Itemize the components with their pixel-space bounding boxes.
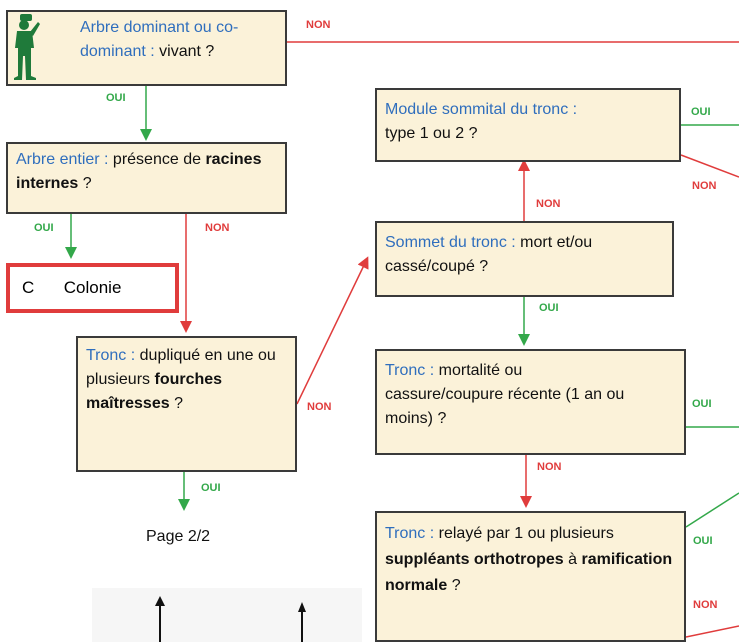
box-sommet-tronc: Sommet du tronc : mort et/ou cassé/coupé… bbox=[375, 221, 674, 297]
box-arbre-entier-text: présence de bbox=[108, 151, 206, 168]
edge-b4-non bbox=[680, 154, 739, 178]
box-tronc-suppleants-bold2: ramification normale bbox=[385, 551, 673, 594]
colonie-code: C bbox=[22, 278, 35, 297]
edge-b3-b5 bbox=[296, 256, 369, 405]
edge-b7-non bbox=[685, 625, 739, 638]
page-number: Page 2/2 bbox=[146, 528, 211, 545]
box-sommet-tronc-text: mort et/ou cassé/coupé ? bbox=[385, 234, 593, 275]
label-oui-b3: OUI bbox=[201, 482, 221, 494]
result-colonie: C Colonie bbox=[6, 263, 179, 313]
box-tronc-suppleants: Tronc : relayé par 1 ou plusieurs supplé… bbox=[375, 511, 686, 642]
box-arbre-dominant-text: vivant ? bbox=[154, 43, 215, 60]
box-arbre-dominant-label: Arbre dominant ou co-dominant : bbox=[80, 19, 239, 60]
box-module-sommital-text: type 1 ou 2 ? bbox=[385, 125, 478, 142]
box-tronc-fourches-bold: fourches maîtresses bbox=[86, 371, 223, 412]
box-tronc-suppleants-bold1: suppléants orthotropes bbox=[385, 551, 564, 568]
box-tronc-fourches: Tronc : dupliqué en une ou plusieurs fou… bbox=[76, 336, 297, 472]
label-non-b3: NON bbox=[307, 401, 332, 413]
box-arbre-entier: Arbre entier : présence de racines inter… bbox=[6, 142, 287, 214]
label-oui-b7: OUI bbox=[693, 535, 713, 547]
label-non-b2: NON bbox=[205, 222, 230, 234]
tree-sketch-image bbox=[92, 588, 362, 642]
box-tronc-suppleants-tail: ? bbox=[447, 577, 461, 594]
box-tronc-fourches-label: Tronc : bbox=[86, 347, 136, 364]
person-with-binoculars-icon bbox=[14, 14, 40, 80]
box-module-sommital: Module sommital du tronc : type 1 ou 2 ? bbox=[375, 88, 681, 162]
label-non-b5: NON bbox=[536, 198, 561, 210]
box-sommet-tronc-label: Sommet du tronc : bbox=[385, 234, 516, 251]
label-non-b7: NON bbox=[693, 599, 718, 611]
box-tronc-suppleants-text: relayé par 1 ou plusieurs bbox=[434, 525, 614, 542]
colonie-name: Colonie bbox=[63, 278, 122, 297]
label-oui-b5: OUI bbox=[539, 302, 559, 314]
box-tronc-fourches-text: dupliqué en une ou plusieurs bbox=[86, 347, 276, 388]
box-tronc-mortalite-text: mortalité ou cassure/coupure récente (1 … bbox=[385, 362, 625, 427]
box-arbre-entier-label: Arbre entier : bbox=[16, 151, 109, 168]
edge-b7-oui bbox=[685, 492, 739, 528]
box-tronc-suppleants-mid: à bbox=[563, 551, 582, 568]
label-non-b6: NON bbox=[537, 461, 562, 473]
label-oui-b1: OUI bbox=[106, 92, 126, 104]
box-tronc-mortalite: Tronc : mortalité ou cassure/coupure réc… bbox=[375, 349, 686, 455]
box-module-sommital-label: Module sommital du tronc : bbox=[385, 101, 578, 118]
label-oui-b6: OUI bbox=[692, 398, 712, 410]
box-tronc-suppleants-label: Tronc : bbox=[385, 525, 435, 542]
label-non-b4: NON bbox=[692, 180, 717, 192]
box-tronc-mortalite-label: Tronc : bbox=[385, 362, 435, 379]
box-tronc-fourches-tail: ? bbox=[169, 395, 183, 412]
box-arbre-dominant: Arbre dominant ou co-dominant : vivant ? bbox=[6, 10, 287, 86]
box-arbre-entier-tail: ? bbox=[78, 175, 92, 192]
label-non-b1: NON bbox=[306, 19, 331, 31]
box-arbre-entier-bold: racines internes bbox=[16, 151, 262, 192]
label-oui-b2: OUI bbox=[34, 222, 54, 234]
label-oui-b4: OUI bbox=[691, 106, 711, 118]
